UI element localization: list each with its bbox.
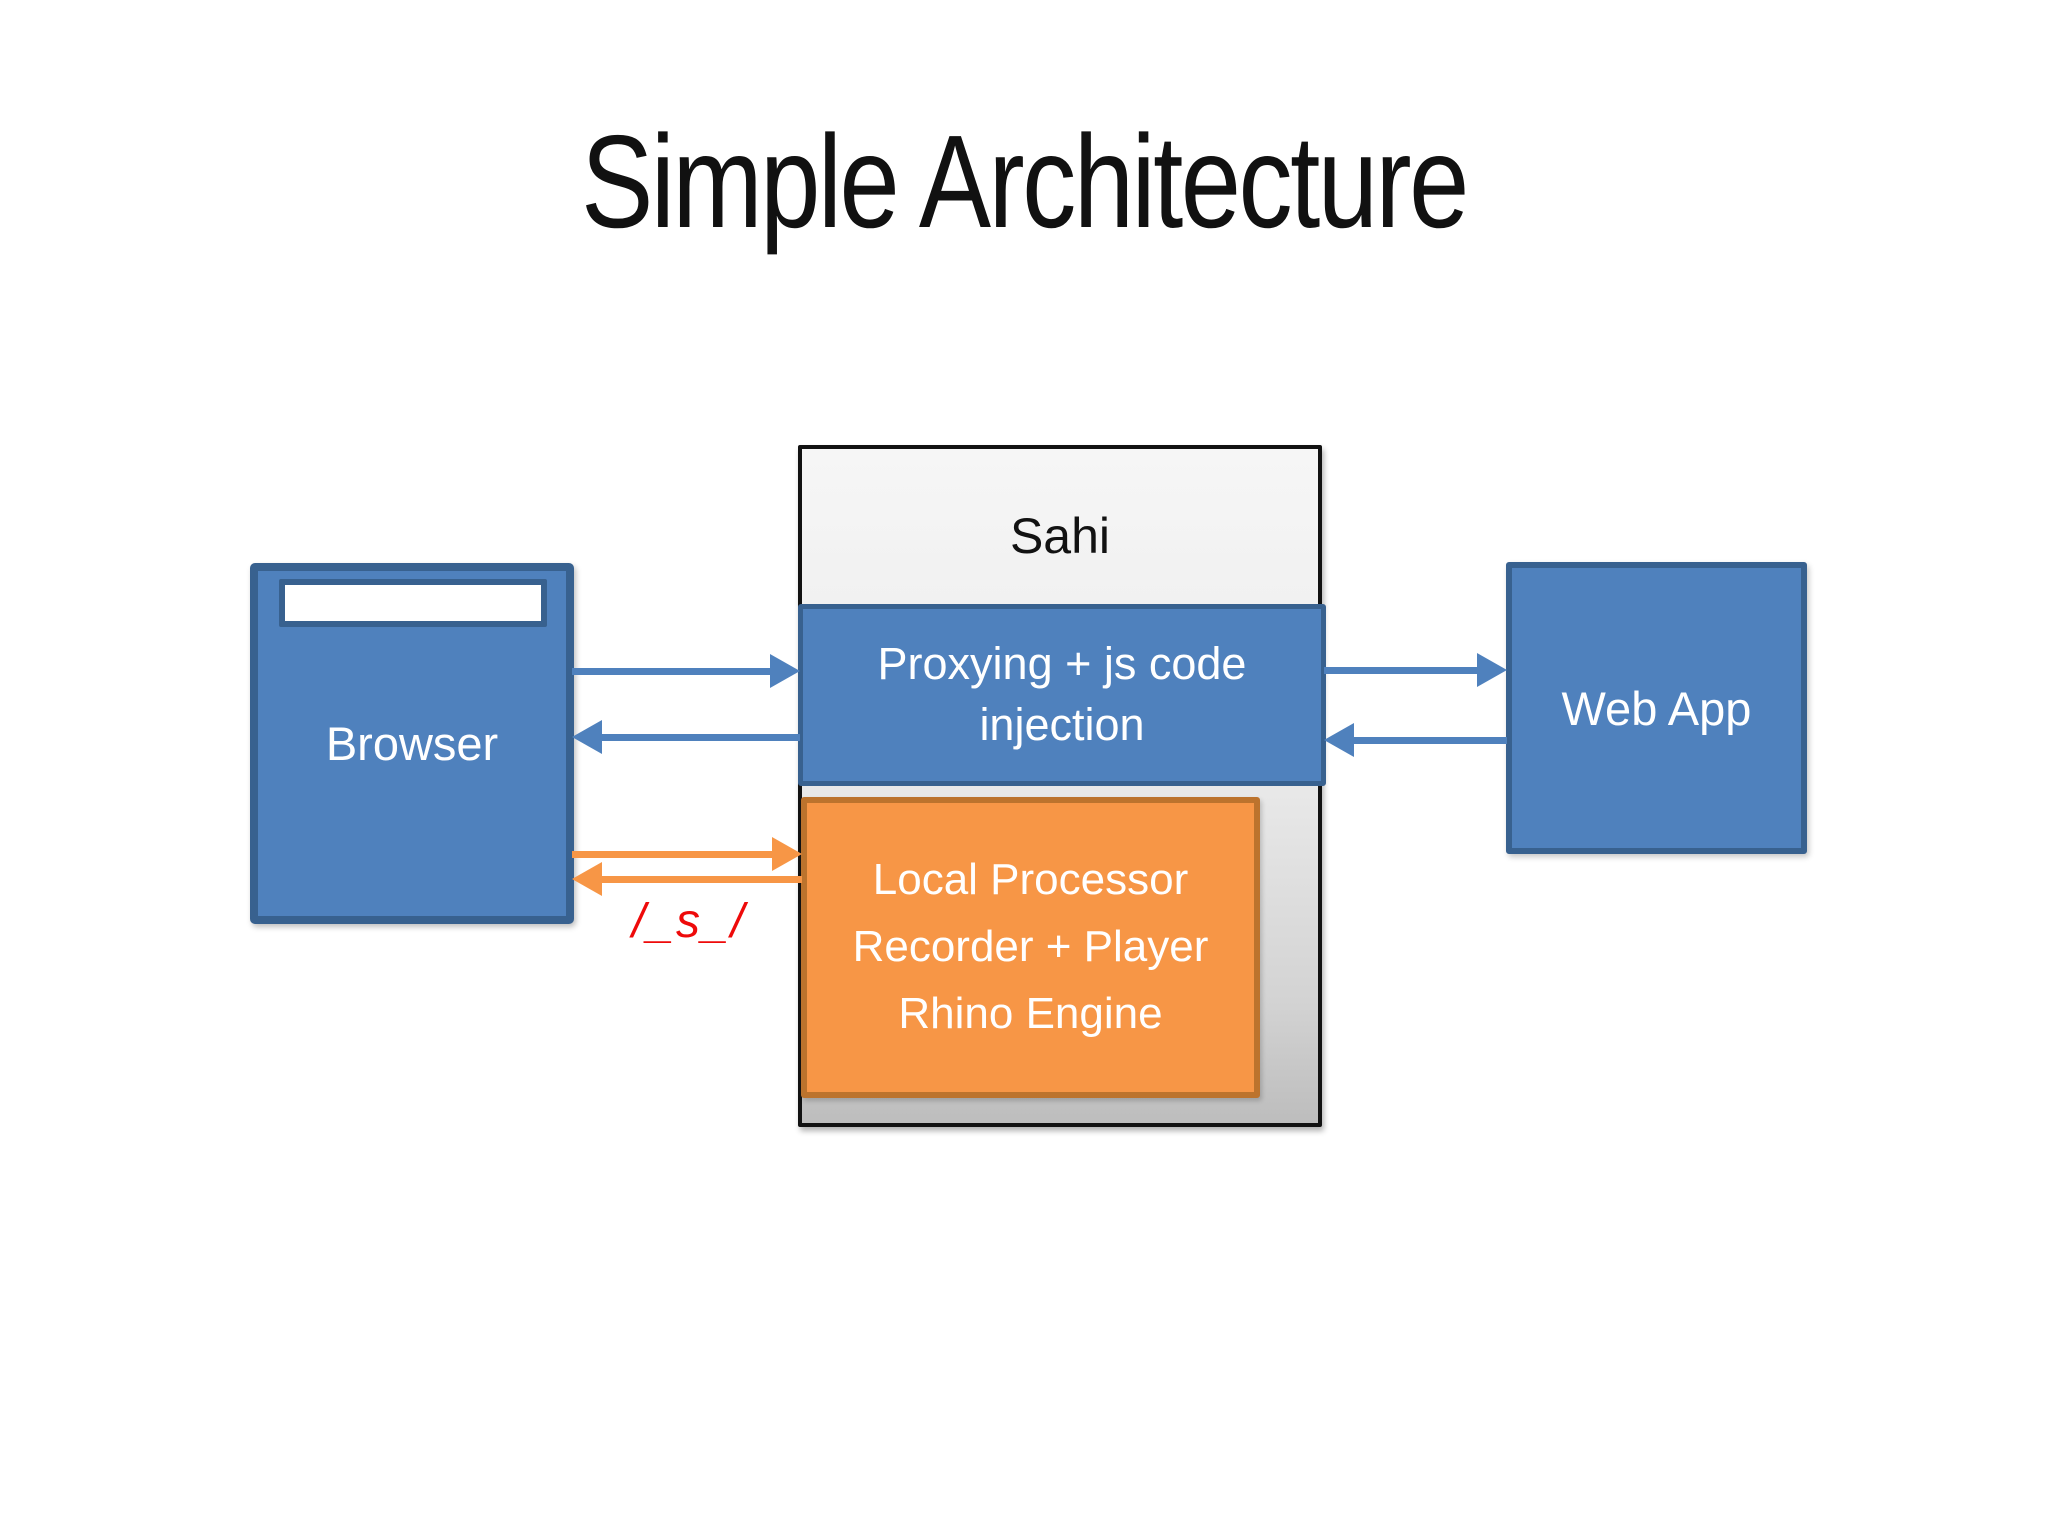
web-app-box: Web App — [1506, 562, 1807, 854]
proxying-label: Proxying + js code injection — [877, 638, 1247, 750]
arrow-head-icon — [1324, 723, 1354, 757]
arrow-head-icon — [772, 837, 802, 871]
arrow-shaft — [572, 850, 772, 858]
web-app-label: Web App — [1561, 681, 1752, 735]
arrow-web-app-to-proxying — [1324, 723, 1507, 757]
proxying-box: Proxying + js code injection — [798, 604, 1326, 786]
arrow-head-icon — [572, 862, 602, 896]
arrow-shaft — [1324, 666, 1477, 674]
proxy-path-label: /_s_/ — [631, 895, 747, 948]
arrow-shaft — [1354, 736, 1507, 744]
arrow-head-icon — [572, 720, 602, 754]
local-processor-line-3: Rhino Engine — [898, 988, 1163, 1038]
arrow-shaft — [572, 667, 770, 675]
arrow-browser-to-local-processor — [572, 837, 802, 871]
local-processor-line-1: Local Processor — [872, 855, 1189, 905]
arrow-local-processor-to-browser — [572, 862, 802, 896]
arrow-browser-to-proxying — [572, 654, 800, 688]
arrow-proxying-to-browser — [572, 720, 800, 754]
browser-box: Browser — [250, 563, 574, 924]
local-processor-box: Local Processor Recorder + Player Rhino … — [801, 797, 1260, 1098]
sahi-label: Sahi — [1009, 508, 1111, 564]
arrow-head-icon — [1477, 653, 1507, 687]
browser-label: Browser — [325, 716, 499, 770]
arrow-head-icon — [770, 654, 800, 688]
arrow-shaft — [602, 875, 802, 883]
arrow-proxying-to-web-app — [1324, 653, 1507, 687]
slide-title: Simple Architecture — [581, 108, 1469, 255]
arrow-shaft — [602, 733, 800, 741]
local-processor-line-2: Recorder + Player — [852, 922, 1209, 972]
browser-url-bar — [279, 579, 547, 627]
